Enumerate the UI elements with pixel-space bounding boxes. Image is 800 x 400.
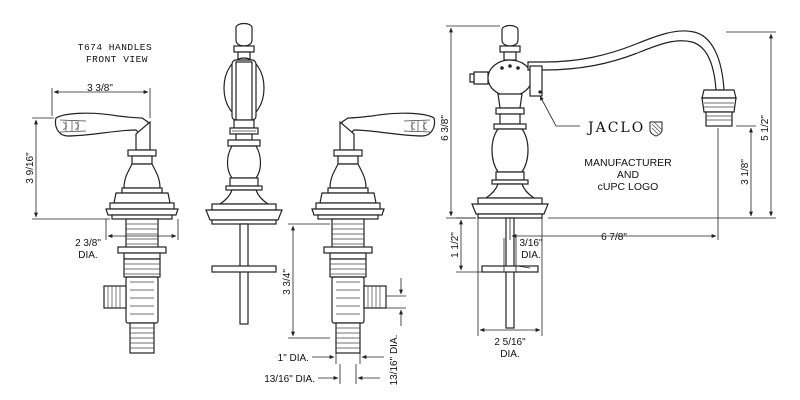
- spout-shank-label: 1 1/2": [450, 232, 461, 258]
- title-line-1: T674 HANDLES: [78, 42, 152, 53]
- spout-dimensions: 6 3/8" 5 1/2" 3 1/8" 6 7/8" 3/16" DIA. 1…: [440, 25, 776, 360]
- shank-length-label: 3 3/4": [282, 269, 293, 295]
- spout-thread-suffix: DIA.: [521, 250, 540, 261]
- spout-reach-label: 6 7/8": [601, 232, 627, 243]
- note-line-2: AND: [617, 169, 640, 181]
- right-handle-assembly: [311, 112, 436, 354]
- thirteen-sixteenths-dia-label: 13/16" DIA.: [264, 374, 315, 385]
- title-line-2: FRONT VIEW: [86, 54, 148, 65]
- left-handle-dimensions: 3 3/8" 3 9/16" 2 3/8" DIA.: [25, 83, 179, 261]
- logo-callout: JACLO MANUFACTURER AND cUPC LOGO: [539, 95, 672, 193]
- note-line-1: MANUFACTURER: [584, 157, 672, 169]
- spout-total-height-label: 6 3/8": [440, 115, 451, 141]
- handle-width-label: 3 3/8": [87, 83, 113, 94]
- left-handle-assembly: [54, 112, 179, 354]
- spout-thread-label: 3/16": [519, 238, 542, 249]
- brand-logo: JACLO: [586, 120, 645, 136]
- drawing-title: T674 HANDLES FRONT VIEW: [78, 42, 152, 65]
- vertical-thirteen-sixteenths-label: 13/16" DIA.: [389, 335, 400, 386]
- shield-icon: [649, 121, 663, 137]
- spout-assembly: [469, 24, 737, 329]
- center-handle-side-view: [205, 22, 283, 325]
- handle-base-dia-label: 2 3/8": [75, 238, 101, 249]
- note-line-3: cUPC LOGO: [598, 181, 659, 193]
- handle-height-label: 3 9/16": [25, 152, 36, 184]
- one-inch-dia-label: 1" DIA.: [278, 353, 309, 364]
- spout-base-dia-suffix: DIA.: [500, 349, 519, 360]
- shank-dimensions: 3 3/4" 1" DIA. 13/16" DIA. 13/16" DIA.: [264, 223, 406, 386]
- spout-outlet-height-label: 5 1/2": [760, 115, 771, 141]
- spout-base-dia-label: 2 5/16": [494, 337, 526, 348]
- spout-clearance-label: 3 1/8": [740, 159, 751, 185]
- handle-base-dia-suffix: DIA.: [78, 250, 97, 261]
